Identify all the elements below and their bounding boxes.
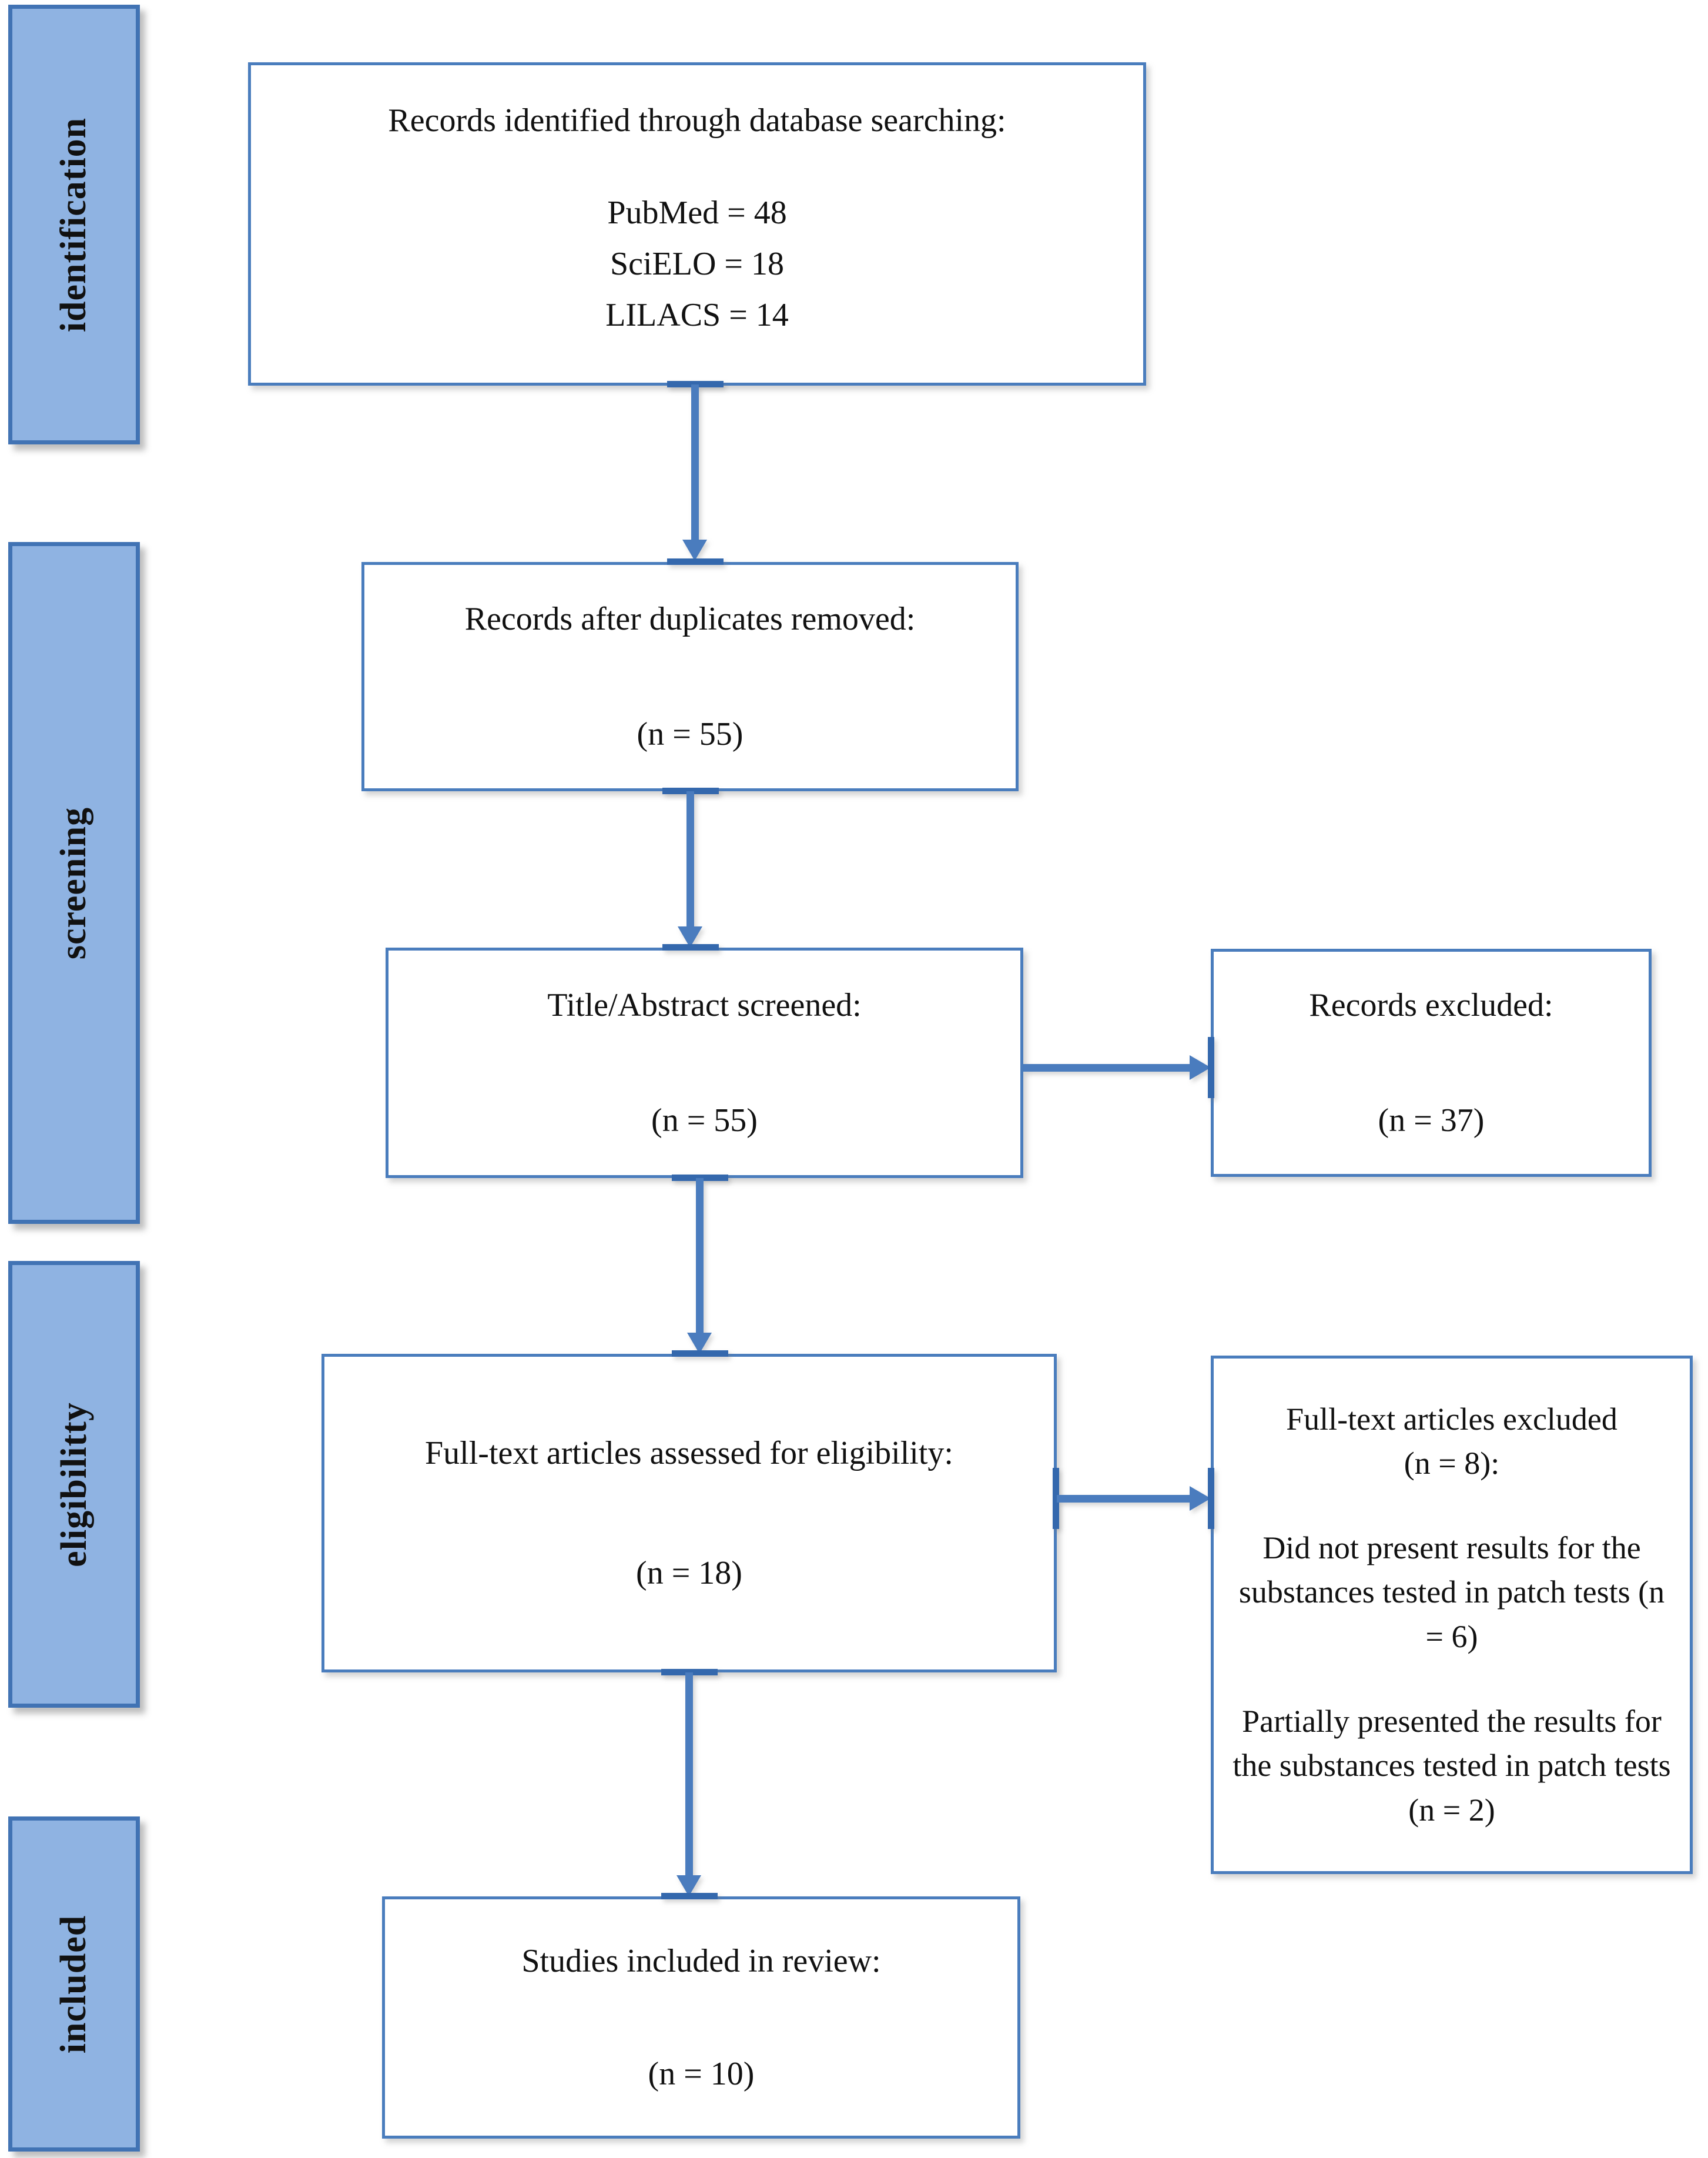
connector-tick	[661, 1893, 718, 1899]
connector-tick	[1208, 1037, 1214, 1098]
box-heading: Full-text articles excluded (n = 8):	[1286, 1401, 1617, 1481]
arrow-shaft	[1023, 1064, 1191, 1072]
box-title: Studies included in review:	[521, 1943, 881, 1979]
stage-label: screening	[53, 807, 94, 959]
stage-identification: identification	[8, 5, 140, 444]
stage-label: identification	[53, 117, 94, 332]
box-count: (n = 55)	[651, 1102, 758, 1139]
connector-tick	[667, 381, 724, 387]
connector-tick	[662, 944, 719, 951]
box-records-excluded: Records excluded: (n = 37)	[1211, 949, 1652, 1177]
stage-included: included	[8, 1816, 140, 2152]
stage-eligibility: eligibilitty	[8, 1261, 140, 1708]
connector-tick	[1053, 1468, 1059, 1529]
arrow-head-icon	[1190, 1486, 1211, 1511]
stage-screening: screening	[8, 542, 140, 1224]
box-title: Records after duplicates removed:	[464, 601, 916, 637]
box-title: Records excluded:	[1309, 987, 1553, 1023]
arrow-shaft	[1057, 1495, 1191, 1503]
stage-label: eligibilitty	[53, 1401, 94, 1567]
arrow-head-icon	[682, 540, 707, 561]
box-title: Full-text articles assessed for eligibil…	[425, 1435, 953, 1471]
connector-tick	[1208, 1468, 1214, 1529]
connector-tick	[667, 558, 724, 565]
exclusion-reason-2: Partially presented the results for the …	[1233, 1703, 1671, 1828]
box-count: (n = 37)	[1378, 1102, 1485, 1139]
connector-tick	[672, 1175, 728, 1181]
arrow-shaft	[691, 384, 699, 541]
box-fulltext-excluded: Full-text articles excluded (n = 8): Did…	[1211, 1356, 1693, 1874]
connector-tick	[661, 1669, 718, 1675]
arrow-shaft	[696, 1178, 704, 1334]
box-studies-included: Studies included in review: (n = 10)	[382, 1896, 1020, 2139]
arrow-shaft	[685, 1672, 693, 1876]
stage-label: included	[53, 1915, 94, 2053]
box-count: (n = 55)	[637, 716, 744, 752]
arrow-shaft	[686, 791, 694, 928]
arrow-head-icon	[1190, 1055, 1211, 1080]
connector-tick	[662, 788, 719, 794]
database-counts: PubMed = 48 SciELO = 18 LILACS = 14	[605, 195, 789, 333]
box-records-identified: Records identified through database sear…	[248, 62, 1146, 386]
connector-tick	[672, 1350, 728, 1357]
box-duplicates-removed: Records after duplicates removed: (n = 5…	[361, 562, 1019, 791]
box-title: Title/Abstract screened:	[547, 987, 862, 1023]
box-count: (n = 10)	[648, 2056, 755, 2092]
exclusion-reason-1: Did not present results for the substanc…	[1238, 1530, 1665, 1654]
box-title-abstract-screened: Title/Abstract screened: (n = 55)	[386, 948, 1023, 1178]
box-fulltext-assessed: Full-text articles assessed for eligibil…	[321, 1354, 1057, 1672]
box-count: (n = 18)	[636, 1555, 742, 1591]
box-title: Records identified through database sear…	[388, 102, 1006, 139]
